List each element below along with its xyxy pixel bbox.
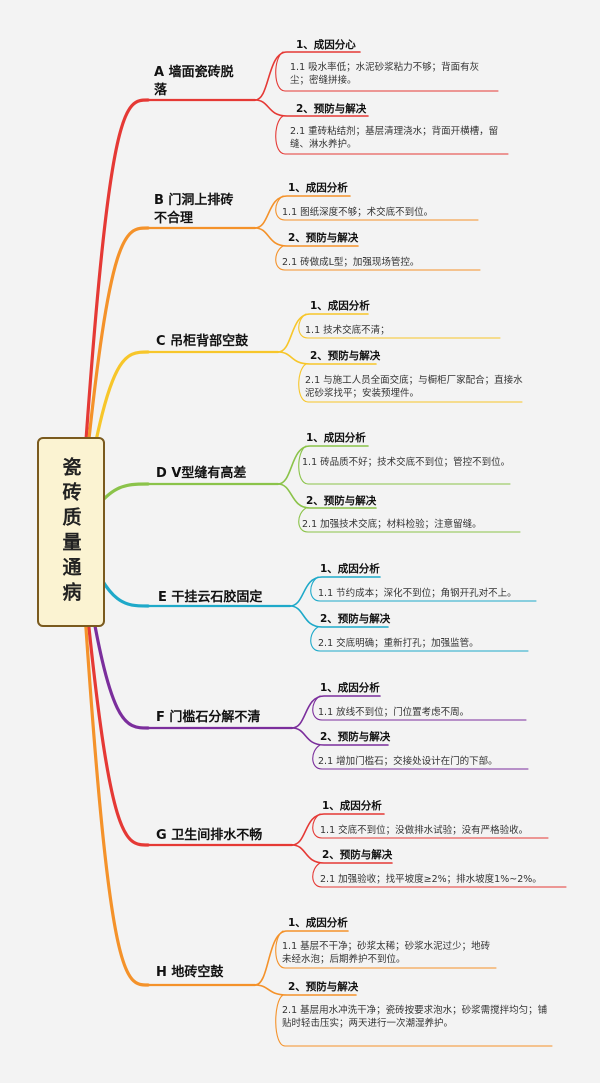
branch-a-section-2-title[interactable]: 2、预防与解决	[296, 103, 367, 115]
branch-g-trunk	[83, 586, 150, 847]
branch-e-section-1-connector	[289, 576, 381, 607]
branch-e-section-2-connector	[289, 605, 389, 628]
branch-a-section-1-connector	[254, 51, 361, 101]
branch-c-detail-1-underline	[298, 313, 501, 339]
branch-f-section-1-detail: 1.1 放线不到位；门位置考虑不周。	[318, 707, 470, 718]
branch-f-section-1-connector	[291, 695, 381, 729]
branch-b-detail-2-underline	[275, 245, 481, 271]
branch-g-section-1-connector	[291, 813, 385, 846]
branch-b-detail-1-underline	[275, 195, 479, 221]
branch-b-section-2-connector	[254, 227, 359, 247]
branch-e-section-1-title[interactable]: 1、成因分析	[320, 563, 380, 575]
branch-h-detail-1-underline	[275, 930, 497, 969]
branch-d-section-1-connector	[277, 445, 369, 485]
branch-f-section-2-title[interactable]: 2、预防与解决	[320, 731, 391, 743]
branch-g-section-2-title[interactable]: 2、预防与解决	[322, 849, 393, 861]
root-title: 瓷砖质量通病	[59, 457, 82, 607]
branch-d-detail-1-underline	[298, 445, 511, 485]
branch-c-section-1-detail: 1.1 技术交底不清；	[305, 325, 390, 336]
branch-g-section-1-detail: 1.1 交底不到位；没做排水试验；没有严格验收。	[320, 825, 529, 836]
branch-e-detail-2-underline	[310, 626, 529, 652]
branch-f-section-1-title[interactable]: 1、成因分析	[320, 682, 380, 694]
branch-a-label[interactable]: A 墙面瓷砖脱落	[154, 65, 234, 98]
branch-a-section-2-connector	[254, 99, 369, 117]
branch-e-detail-1-underline	[310, 576, 537, 602]
branch-c-section-1-title[interactable]: 1、成因分析	[310, 300, 370, 312]
branch-h-section-1-title[interactable]: 1、成因分析	[288, 917, 348, 929]
branch-f-label[interactable]: F 门槛石分解不清	[156, 710, 261, 725]
branch-c-section-2-connector	[277, 351, 377, 365]
branch-g-section-2-detail: 2.1 加强验收；找平坡度≥2%；排水坡度1%~2%。	[320, 874, 542, 885]
branch-b-label[interactable]: B 门洞上排砖不合理	[154, 193, 234, 226]
branch-c-section-2-title[interactable]: 2、预防与解决	[310, 350, 381, 362]
branch-e-section-2-detail: 2.1 交底明确；重新打孔；加强监管。	[318, 638, 479, 649]
branch-c-section-1-connector	[277, 313, 369, 353]
branch-d-section-2-detail: 2.1 加强技术交底；材料检验；注意留缝。	[302, 519, 482, 530]
branch-a-detail-1-underline	[275, 51, 499, 92]
branch-h-section-2-title[interactable]: 2、预防与解决	[288, 981, 359, 993]
branch-a-section-1-detail: 1.1 吸水率低；水泥砂浆粘力不够；背面有灰尘；密缝拼接。	[290, 62, 480, 86]
branch-d-section-2-title[interactable]: 2、预防与解决	[306, 495, 377, 507]
branch-a-section-1-title[interactable]: 1、成因分心	[296, 39, 356, 51]
branch-h-section-2-detail: 2.1 基层用水冲洗干净；瓷砖按要求泡水；砂浆需搅拌均匀；铺贴时轻击压实；两天进…	[282, 1005, 548, 1029]
branch-b-section-1-detail: 1.1 图纸深度不够；术交底不到位。	[282, 207, 434, 218]
branch-d-section-1-title[interactable]: 1、成因分析	[306, 432, 366, 444]
branch-c-detail-2-underline	[298, 363, 523, 403]
branch-d-label[interactable]: D V型缝有高差	[156, 466, 247, 481]
branch-b-trunk	[83, 226, 150, 479]
branch-g-label[interactable]: G 卫生间排水不畅	[156, 828, 263, 843]
branch-a-detail-2-underline	[275, 115, 509, 155]
branch-d-section-1-detail: 1.1 砖品质不好；技术交底不到位；管控不到位。	[302, 457, 511, 468]
branch-c-label[interactable]: C 吊柜背部空鼓	[156, 334, 249, 349]
branch-h-section-1-connector	[254, 930, 349, 986]
branch-f-detail-1-underline	[312, 695, 527, 721]
branch-h-detail-2-underline	[275, 994, 553, 1047]
branch-f-section-2-connector	[291, 727, 389, 746]
branch-b-section-1-title[interactable]: 1、成因分析	[288, 182, 348, 194]
branch-c-section-2-detail: 2.1 与施工人员全面交底；与橱柜厂家配合；直接水泥砂浆找平；安装预埋件。	[305, 375, 523, 399]
branch-g-detail-1-underline	[312, 813, 549, 839]
branch-e-section-1-detail: 1.1 节约成本；深化不到位；角钢开孔对不上。	[318, 588, 517, 599]
branch-h-section-1-detail: 1.1 基层不干净；砂浆太稀；砂浆水泥过少；地砖未经水泡；后期养护不到位。	[282, 941, 491, 965]
branch-h-trunk	[83, 611, 150, 987]
branch-b-section-1-connector	[254, 195, 351, 229]
branch-g-detail-2-underline	[312, 862, 567, 888]
root-node[interactable]: 瓷砖质量通病	[37, 437, 105, 627]
branch-e-section-2-title[interactable]: 2、预防与解决	[320, 613, 391, 625]
branch-a-trunk	[83, 98, 150, 456]
branch-d-section-2-connector	[277, 483, 377, 509]
branch-d-detail-2-underline	[298, 507, 521, 533]
branch-b-section-2-detail: 2.1 砖做成L型；加强现场管控。	[282, 257, 420, 268]
branch-f-detail-2-underline	[312, 744, 529, 770]
branch-g-section-1-title[interactable]: 1、成因分析	[322, 800, 382, 812]
branch-h-section-2-connector	[254, 984, 357, 996]
branch-g-section-2-connector	[291, 844, 393, 864]
branch-b-section-2-title[interactable]: 2、预防与解决	[288, 232, 359, 244]
branch-e-label[interactable]: E 干挂云石胶固定	[158, 590, 263, 605]
branch-a-section-2-detail: 2.1 重砖粘结剂；基层清理浇水；背面开横槽，留缝、淋水养护。	[290, 126, 499, 150]
branch-h-label[interactable]: H 地砖空鼓	[156, 965, 224, 980]
branch-f-section-2-detail: 2.1 增加门槛石；交接处设计在门的下部。	[318, 756, 498, 767]
